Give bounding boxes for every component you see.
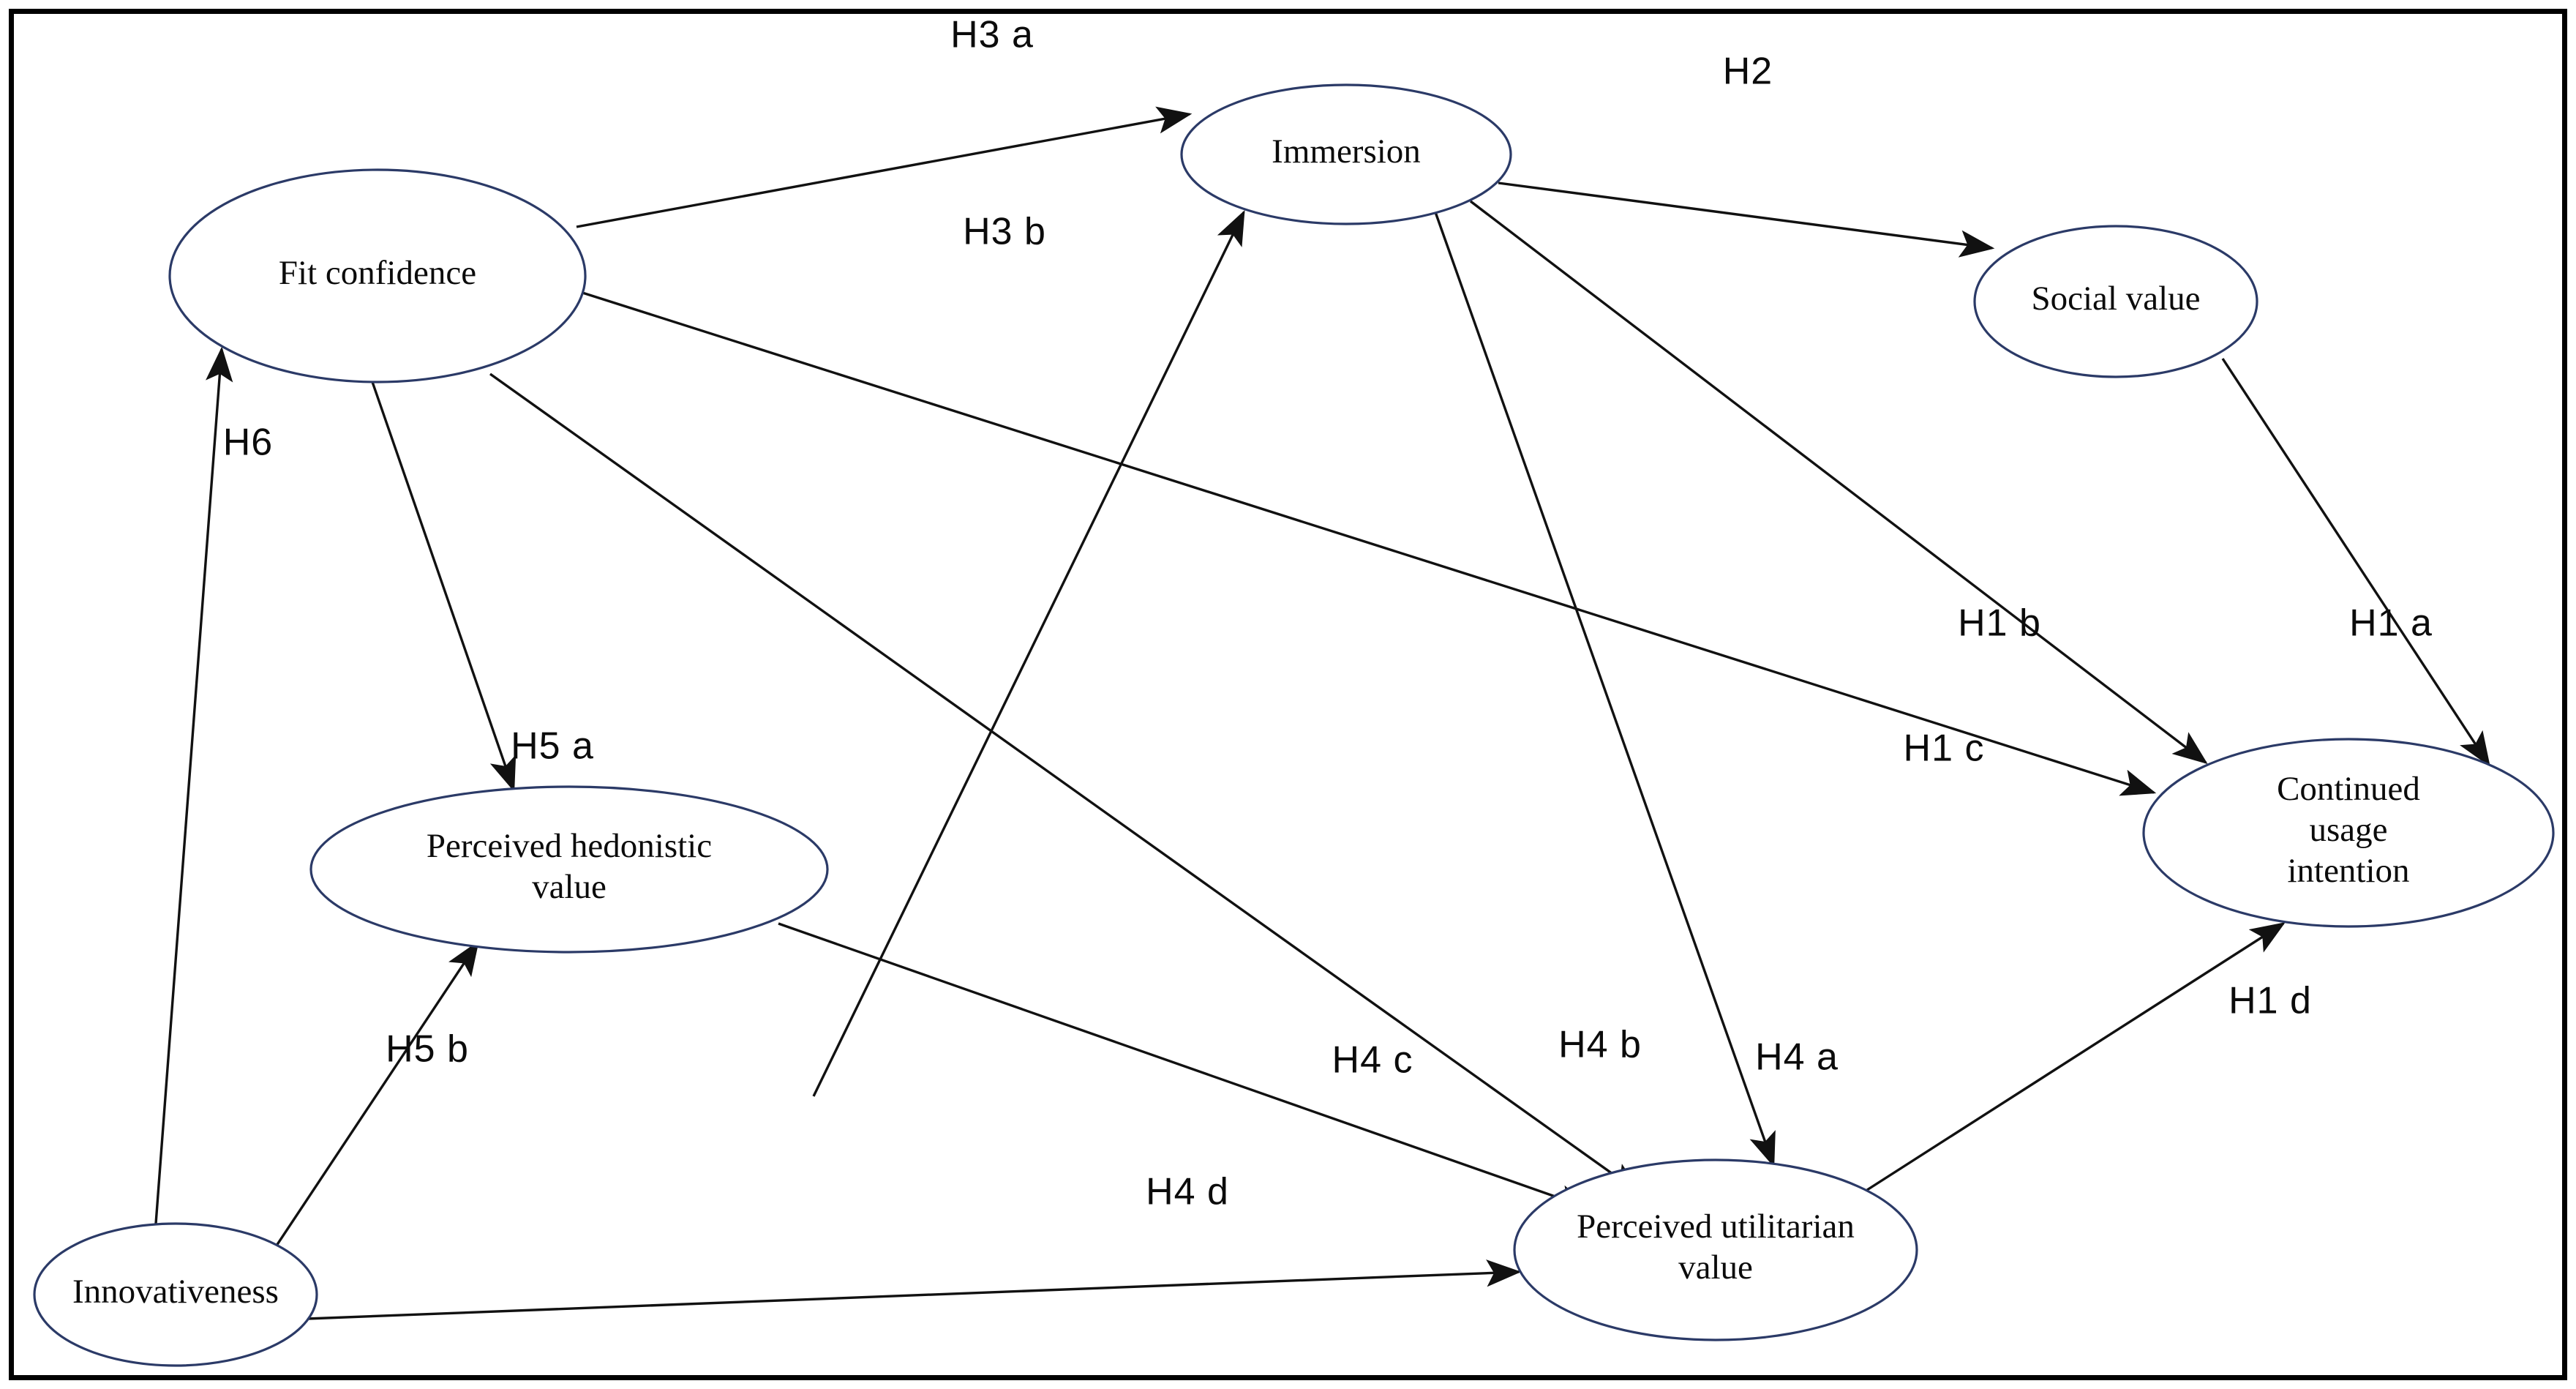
edge-h5b <box>275 940 479 1246</box>
edge-label-h4d: H4 d <box>1146 1171 1229 1213</box>
node-fit_confidence[interactable]: Fit confidence <box>168 168 587 383</box>
node-innovativeness[interactable]: Innovativeness <box>33 1222 318 1367</box>
node-label-utilitarian: value <box>1678 1248 1753 1287</box>
edge-label-h1a: H1 a <box>2349 602 2433 645</box>
node-ellipse-social_value <box>1973 225 2258 378</box>
node-social_value[interactable]: Social value <box>1973 225 2258 378</box>
edge-label-h5a: H5 a <box>511 725 594 768</box>
node-ellipse-innovativeness <box>33 1222 318 1367</box>
node-label-continued_usage: usage <box>2309 811 2387 849</box>
edge-line-h2 <box>1498 181 1995 258</box>
edge-line-h4b <box>489 372 1642 1195</box>
edge-h1d <box>1866 922 2286 1191</box>
node-ellipse-immersion <box>1180 83 1512 225</box>
node-label-continued_usage: intention <box>2287 852 2409 890</box>
edge-line-h4a <box>1434 211 1776 1168</box>
edge-label-h1d: H1 d <box>2228 980 2312 1022</box>
node-label-innovativeness: Innovativeness <box>72 1273 279 1311</box>
edge-h5a <box>371 381 517 793</box>
edge-label-h3a: H3 a <box>950 14 1034 56</box>
node-label-social_value: Social value <box>2031 280 2200 318</box>
edge-labels-layer: H3 a H2 H3 b H6 H5 a H5 b H1 b H1 a H1 c H1 d H4 a… <box>223 14 2433 1213</box>
node-label-continued_usage: Continued <box>2277 770 2420 808</box>
edge-h1b <box>1469 200 2208 765</box>
node-label-hedonistic: Perceived hedonistic <box>427 827 712 865</box>
edges-layer <box>154 106 2490 1320</box>
edge-h4c <box>778 922 1593 1211</box>
edge-h3a <box>576 106 1193 228</box>
edge-label-h3b: H3 b <box>963 211 1046 253</box>
edge-label-h1c: H1 c <box>1904 727 1985 770</box>
edge-line-h1c <box>579 291 2157 796</box>
node-ellipse-hedonistic <box>309 785 829 954</box>
edge-line-h4d <box>307 1259 1522 1320</box>
edge-line-h3a <box>576 106 1193 228</box>
edge-line-h4c <box>778 922 1593 1211</box>
edge-h1c <box>579 291 2157 796</box>
edge-label-h5b: H5 b <box>386 1028 469 1071</box>
node-label-utilitarian: Perceived utilitarian <box>1577 1208 1855 1246</box>
node-ellipse-utilitarian <box>1513 1158 1918 1341</box>
edge-line-h1d <box>1866 922 2286 1191</box>
edge-line-h3b <box>812 209 1245 1097</box>
edge-line-h6 <box>154 346 233 1224</box>
edge-line-h1a <box>2221 358 2490 767</box>
edge-label-h4c: H4 c <box>1332 1039 1413 1082</box>
edge-h2 <box>1498 181 1995 258</box>
edge-label-h6: H6 <box>223 422 273 464</box>
node-immersion[interactable]: Immersion <box>1180 83 1512 225</box>
node-label-hedonistic: value <box>532 868 607 906</box>
edge-h4d <box>307 1259 1522 1320</box>
edge-label-h2: H2 <box>1723 50 1773 93</box>
node-label-immersion: Immersion <box>1272 132 1421 171</box>
edge-label-h4a: H4 a <box>1755 1036 1839 1079</box>
edge-line-h1b <box>1469 200 2208 765</box>
edge-label-h1b: H1 b <box>1958 602 2041 645</box>
edge-h4b <box>489 372 1642 1195</box>
edge-line-h5b <box>275 940 479 1246</box>
edge-h3b <box>812 209 1245 1097</box>
edge-h6 <box>154 346 233 1224</box>
node-ellipse-fit_confidence <box>168 168 587 383</box>
edge-line-h5a <box>371 381 517 793</box>
node-label-fit_confidence: Fit confidence <box>279 254 476 292</box>
edge-h4a <box>1434 211 1776 1168</box>
node-ellipse-continued_usage <box>2142 738 2555 928</box>
edge-h1a <box>2221 358 2490 767</box>
edge-label-h4b: H4 b <box>1558 1024 1642 1066</box>
